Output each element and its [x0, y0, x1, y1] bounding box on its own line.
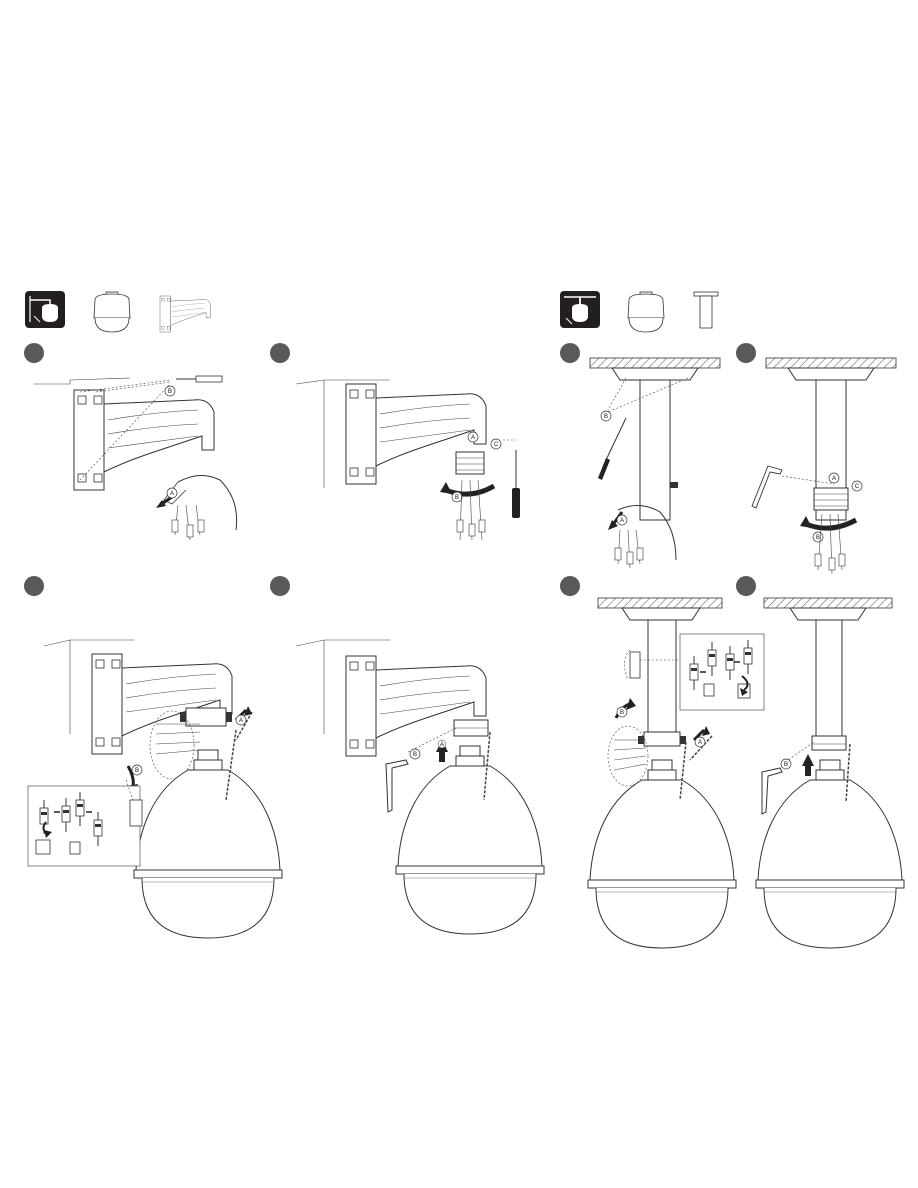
- callout-b: B: [816, 535, 820, 541]
- screwdriver-icon: [512, 450, 520, 518]
- cable-detail-circle: [150, 711, 194, 779]
- screw-anchor-icon: [196, 376, 222, 382]
- ceiling-step-4-badge: [736, 576, 756, 596]
- callout-a: A: [239, 718, 243, 724]
- callout-a: A: [170, 491, 174, 497]
- connector-inset: [680, 634, 764, 710]
- hex-key-icon: [386, 760, 408, 812]
- callout-c: C: [494, 442, 499, 448]
- callout-b: B: [455, 495, 459, 501]
- callout-a: A: [620, 518, 624, 524]
- hand-icon: [178, 475, 237, 530]
- callout-b: B: [413, 752, 417, 758]
- wall-step-4-illustration: B A: [296, 640, 544, 934]
- callout-b: B: [135, 768, 139, 774]
- wall-step-2-illustration: A C B: [296, 380, 520, 540]
- cable-detail-circle: [608, 726, 648, 786]
- connector-inset: [28, 780, 142, 866]
- wall-step-1-badge: [24, 343, 44, 363]
- ceiling-step-3-badge: [560, 576, 580, 596]
- wall-step-3-badge: [24, 576, 44, 596]
- ceiling-step-2-badge: [736, 343, 756, 363]
- screwdriver-icon: [598, 418, 626, 480]
- callout-a: A: [698, 740, 702, 746]
- ceiling-step-2-illustration: A C B: [752, 358, 896, 574]
- wall-step-2-badge: [270, 343, 290, 363]
- callout-c: C: [855, 484, 860, 490]
- ceiling-pole-icon: [694, 292, 718, 328]
- wall-mount-header: [25, 291, 210, 332]
- callout-a: A: [440, 742, 444, 748]
- callout-b: B: [784, 762, 788, 768]
- callout-a: A: [471, 435, 475, 441]
- hex-key-icon: [752, 466, 782, 508]
- adapter-ring: [456, 452, 484, 474]
- wall-step-4-badge: [270, 576, 290, 596]
- dome-camera-icon: [94, 292, 130, 332]
- ceiling-step-1-illustration: B A: [590, 358, 720, 568]
- ceiling-step-1-badge: [560, 343, 580, 363]
- hex-key-icon: [762, 768, 782, 814]
- dome-camera-icon: [628, 292, 664, 332]
- callout-b: B: [168, 389, 172, 395]
- wall-step-1-illustration: B A: [34, 376, 237, 540]
- ceiling-step-3-illustration: A B: [588, 598, 764, 948]
- wall-step-3-illustration: A B: [28, 640, 282, 938]
- ceiling-mount-header: [560, 291, 718, 332]
- wall-bracket-icon: [160, 296, 210, 332]
- callout-a: A: [832, 476, 836, 482]
- callout-b: B: [620, 710, 624, 716]
- ceiling-step-4-illustration: B: [756, 598, 904, 948]
- callout-b: B: [604, 414, 608, 420]
